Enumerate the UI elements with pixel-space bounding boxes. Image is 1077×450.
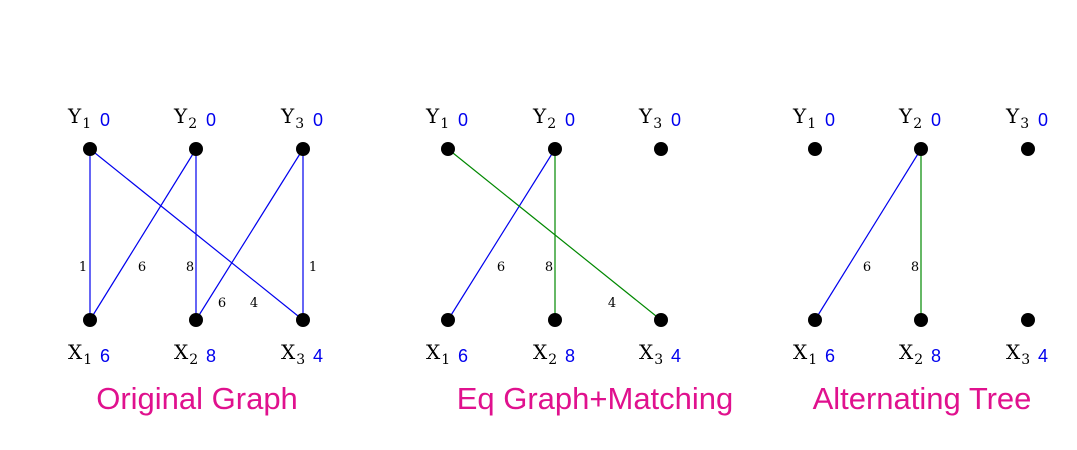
vertex-x3-name: X3	[1006, 340, 1030, 368]
vertex-y3	[1021, 142, 1035, 156]
vertex-x3	[1021, 313, 1035, 327]
vertex-x2-name: X2	[533, 340, 557, 368]
edge-weight: 6	[497, 260, 505, 275]
vertex-x2-label: 8	[931, 346, 941, 366]
vertex-y2-label: 0	[206, 110, 216, 130]
vertex-y1-label: 0	[100, 110, 110, 130]
vertex-x2-name: X2	[174, 340, 198, 368]
vertex-x3-label: 4	[313, 346, 323, 366]
vertex-y1-label: 0	[458, 110, 468, 130]
vertex-y1-name: Y1	[425, 104, 449, 132]
edge-x1-y2	[447, 148, 556, 321]
edge-weight: 6	[863, 260, 871, 275]
vertex-x1	[83, 313, 97, 327]
edge-weight: 6	[138, 260, 146, 275]
vertex-x2	[189, 313, 203, 327]
vertex-y2-name: Y2	[173, 104, 197, 132]
vertex-x3	[654, 313, 668, 327]
vertex-y3	[296, 142, 310, 156]
edge-weight: 8	[545, 260, 553, 275]
vertex-y3-name: Y3	[280, 104, 304, 132]
panel-title: Eq Graph+Matching	[457, 381, 734, 416]
vertex-x2-label: 8	[206, 346, 216, 366]
vertex-y3-name: Y3	[638, 104, 662, 132]
vertex-x2-label: 8	[565, 346, 575, 366]
vertex-y1-label: 0	[825, 110, 835, 130]
edge-x1-y2	[89, 148, 197, 321]
vertex-x1-label: 6	[100, 346, 110, 366]
vertex-x2	[914, 313, 928, 327]
edge-x1-y2	[814, 148, 922, 321]
vertex-y3-name: Y3	[1005, 104, 1029, 132]
vertex-x1-name: X1	[426, 340, 450, 368]
edge-x3-y1	[89, 148, 304, 321]
vertex-x1	[441, 313, 455, 327]
vertex-x1	[808, 313, 822, 327]
edge-weight: 1	[79, 260, 87, 275]
vertex-y1	[808, 142, 822, 156]
vertex-x3-label: 4	[1038, 346, 1048, 366]
vertex-x1-name: X1	[68, 340, 92, 368]
edge-weight: 1	[309, 260, 317, 275]
panel-title: Alternating Tree	[813, 381, 1032, 416]
vertex-y3	[654, 142, 668, 156]
vertex-x2	[548, 313, 562, 327]
vertex-y2-label: 0	[931, 110, 941, 130]
vertex-y2	[914, 142, 928, 156]
edge-x2-y3	[195, 148, 304, 321]
vertex-y1-name: Y1	[67, 104, 91, 132]
vertex-y3-label: 0	[671, 110, 681, 130]
vertex-y1	[441, 142, 455, 156]
vertex-x2-name: X2	[899, 340, 923, 368]
vertex-x1-label: 6	[458, 346, 468, 366]
vertex-x3	[296, 313, 310, 327]
vertex-y1	[83, 142, 97, 156]
edge-weight: 6	[218, 296, 226, 311]
vertex-y3-label: 0	[1038, 110, 1048, 130]
vertex-x3-name: X3	[281, 340, 305, 368]
vertex-x3-name: X3	[639, 340, 663, 368]
edge-weight: 4	[250, 296, 258, 311]
vertex-y2-label: 0	[565, 110, 575, 130]
vertex-y2	[548, 142, 562, 156]
edge-x3-y1	[447, 148, 662, 321]
edge-weight: 4	[608, 296, 616, 311]
vertex-x1-label: 6	[825, 346, 835, 366]
edge-weight: 8	[911, 260, 919, 275]
vertex-y2-name: Y2	[532, 104, 556, 132]
edge-weight: 8	[186, 260, 194, 275]
vertex-y3-label: 0	[313, 110, 323, 130]
vertex-x3-label: 4	[671, 346, 681, 366]
vertex-y1-name: Y1	[792, 104, 816, 132]
vertex-y2-name: Y2	[898, 104, 922, 132]
vertex-y2	[189, 142, 203, 156]
vertex-x1-name: X1	[793, 340, 817, 368]
panel-title: Original Graph	[96, 381, 298, 416]
